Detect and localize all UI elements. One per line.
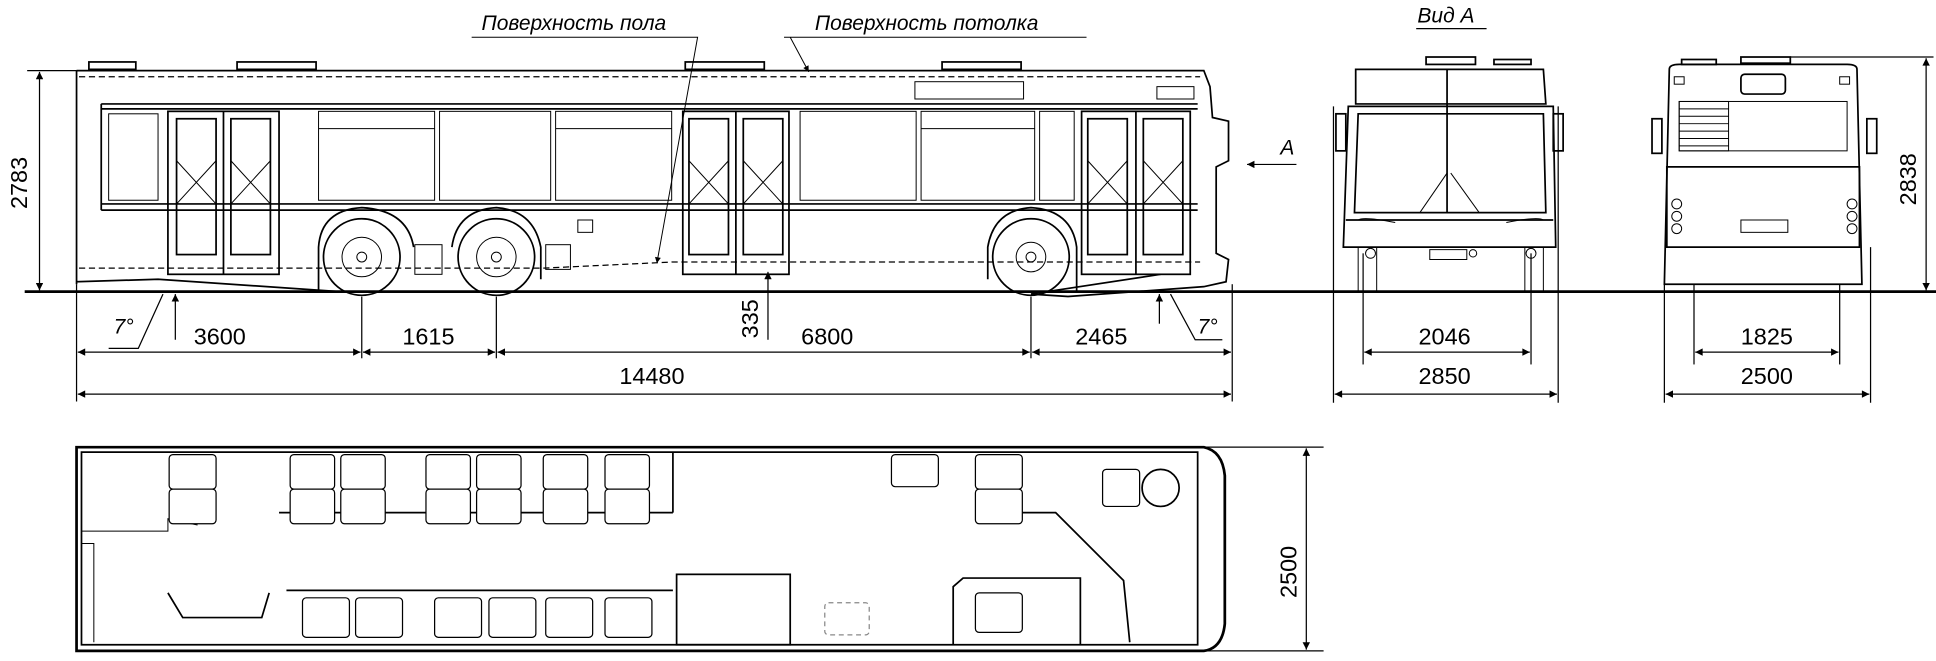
- seats-right-row: [167, 573, 1082, 646]
- front-view: [1335, 56, 1564, 292]
- overall-length-dimension: 14480: [619, 363, 684, 389]
- rear-dimensions: [1663, 56, 1934, 403]
- wheelbase-dimension: 6800: [801, 324, 853, 350]
- height-dimension: 2783: [6, 157, 32, 209]
- rear-angle-label: 7°: [114, 316, 134, 339]
- plan-dimensions: [1203, 446, 1324, 652]
- rear-view: [1651, 56, 1878, 286]
- wheel: [991, 217, 1071, 297]
- plan-view: [75, 445, 1227, 653]
- roof-hatch: [941, 61, 1022, 71]
- front-track-dimension: 2046: [1419, 324, 1471, 350]
- seats-left-row: [168, 453, 1023, 525]
- front-width-dimension: 2850: [1419, 363, 1471, 389]
- rear-track-dimension: 1825: [1741, 324, 1793, 350]
- roof-hatch: [684, 61, 766, 71]
- view-arrow-label: A: [1278, 137, 1294, 160]
- ceiling-surface-label: Поверхность потолка: [815, 12, 1038, 35]
- wheel: [457, 217, 536, 297]
- side-dimensions: [27, 69, 1233, 402]
- side-view: [75, 36, 1230, 298]
- front-angle-label: 7°: [1198, 316, 1218, 339]
- floor-surface-label: Поверхность пола: [482, 12, 667, 35]
- roof-hatch: [236, 61, 317, 71]
- plan-width-dimension: 2500: [1275, 546, 1301, 598]
- axle-spacing-dimension: 1615: [402, 324, 454, 350]
- wheel: [322, 217, 401, 297]
- body-outline: [75, 69, 1230, 298]
- rear-width-dimension: 2500: [1741, 363, 1793, 389]
- rear-height-dimension: 2838: [1895, 153, 1921, 205]
- front-overhang-dimension: 2465: [1075, 324, 1127, 350]
- driver-seat: [1101, 468, 1141, 508]
- floor-dashed-line: [79, 261, 1201, 269]
- steering-wheel-icon: [1141, 468, 1180, 508]
- view-a-title: Вид А: [1417, 4, 1474, 27]
- rear-overhang-dimension: 3600: [194, 324, 246, 350]
- front-dimensions: [1332, 106, 1559, 403]
- roof-hatch: [88, 61, 137, 71]
- floor-height-dimension: 335: [737, 299, 763, 338]
